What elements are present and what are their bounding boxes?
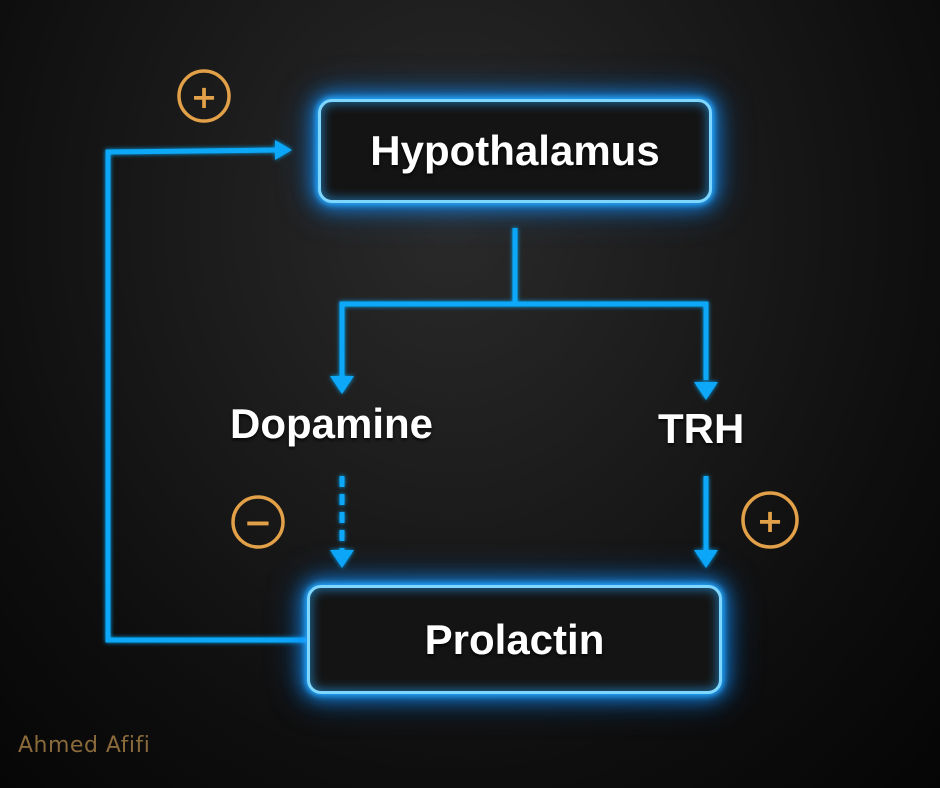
svg-text:+: + <box>191 78 218 116</box>
dopamine-minus-sign: − <box>231 495 285 549</box>
trh-arrowhead <box>694 382 718 400</box>
prolactin-label: Prolactin <box>424 615 605 663</box>
dopamine-inhibition-arrow <box>330 476 354 568</box>
svg-text:+: + <box>757 502 784 540</box>
trh-label: TRH <box>658 405 745 452</box>
author-watermark: Ahmed Afifi <box>18 733 151 758</box>
prolactin-node: Prolactin <box>307 585 722 694</box>
dopamine-label: Dopamine <box>230 400 434 447</box>
hypothalamus-branch-arrows <box>330 228 718 400</box>
trh-stimulation-arrow <box>694 476 718 568</box>
trh-plus-sign: + <box>741 491 799 549</box>
hypothalamus-node: Hypothalamus <box>318 99 712 203</box>
dopamine-arrowhead <box>330 376 354 394</box>
hypothalamus-label: Hypothalamus <box>370 127 660 174</box>
svg-text:−: − <box>244 503 273 543</box>
feedback-plus-sign: + <box>177 69 231 123</box>
feedback-loop-arrow <box>105 140 306 643</box>
